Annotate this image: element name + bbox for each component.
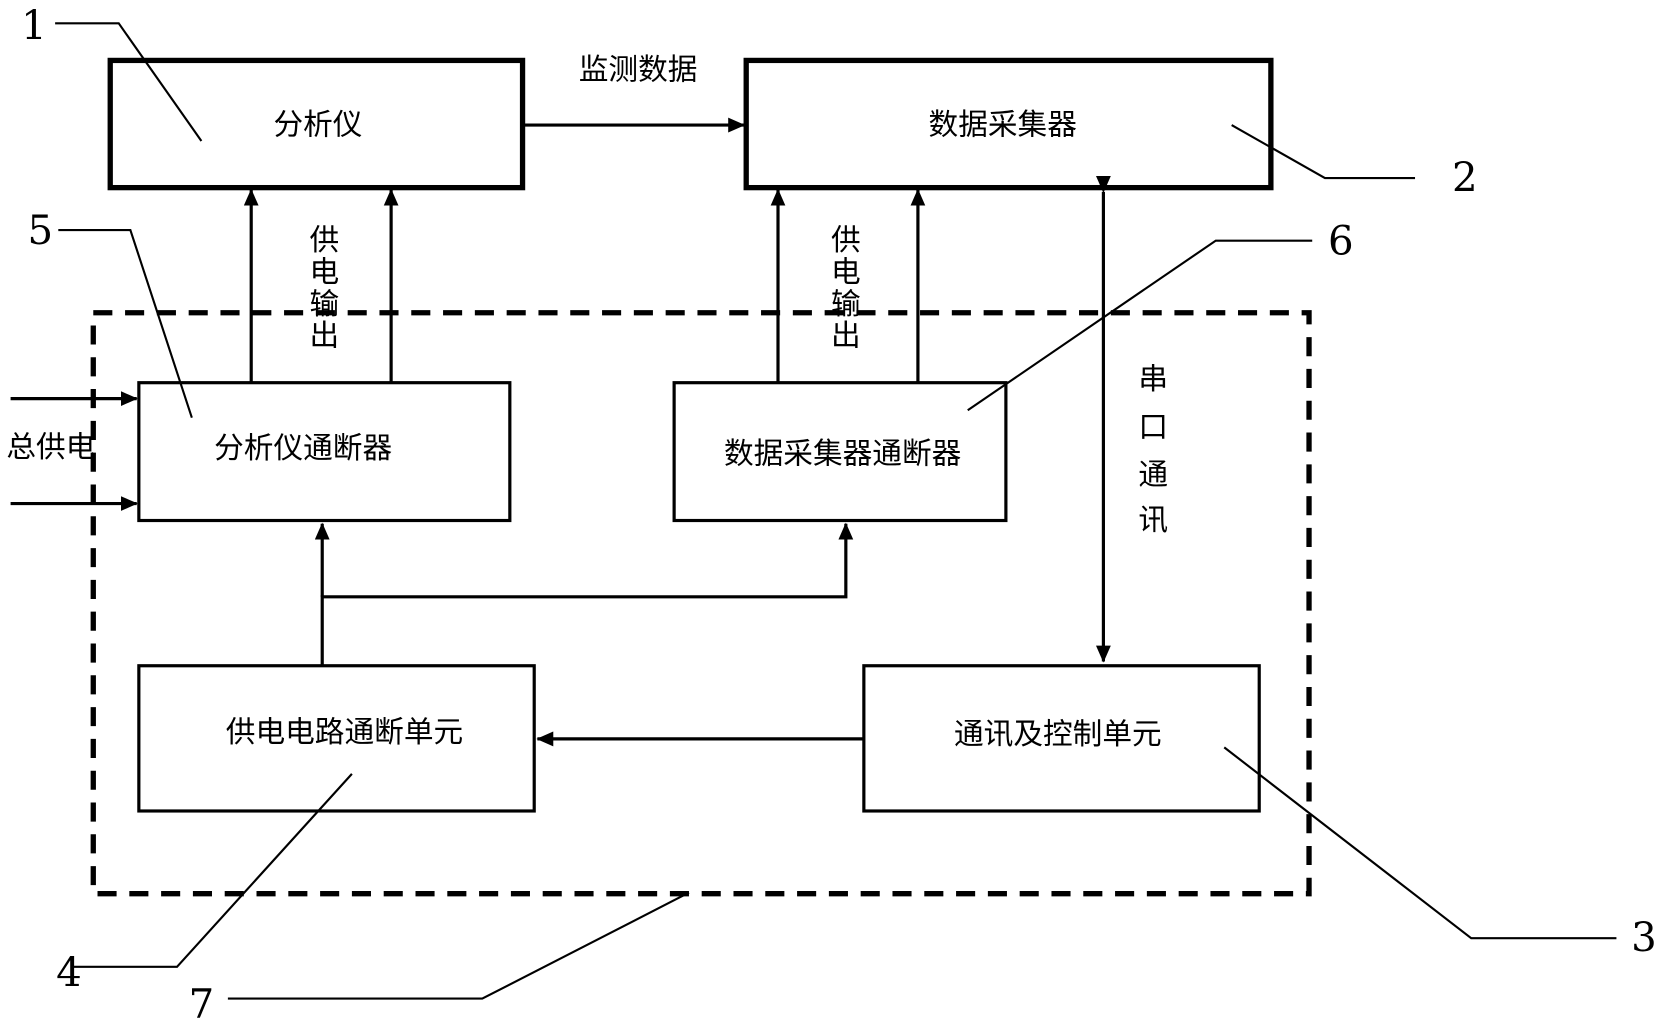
svg-text:出: 出: [310, 318, 340, 353]
collector-switch-block[interactable]: 数据采集器通断器: [672, 381, 1008, 523]
reference-number-4: 4: [56, 950, 82, 996]
svg-text:通: 通: [1138, 456, 1168, 491]
analyzer-switch-label: 分析仪通断器: [214, 430, 392, 465]
power-output-label-1: 供 电 输 出: [310, 222, 340, 352]
svg-text:供: 供: [310, 222, 340, 257]
svg-text:电: 电: [310, 254, 340, 289]
leader-line-3: [1223, 746, 1617, 940]
leader-line-1: [55, 22, 203, 142]
leader-line-4: [72, 773, 353, 968]
reference-number-5: 5: [27, 208, 53, 254]
reference-number-3: 3: [1631, 915, 1657, 961]
data-collector-label: 数据采集器: [929, 107, 1077, 142]
svg-text:输: 输: [310, 286, 340, 321]
svg-text:串: 串: [1138, 361, 1168, 396]
reference-number-1: 1: [21, 3, 47, 49]
data-collector-block[interactable]: 数据采集器: [743, 57, 1274, 191]
analyzer-block[interactable]: 分析仪: [107, 57, 526, 191]
collector-switch-label: 数据采集器通断器: [724, 435, 961, 470]
comm-control-unit-label: 通讯及控制单元: [954, 716, 1162, 751]
leader-line-6: [967, 239, 1313, 412]
analyzer-label: 分析仪: [273, 107, 362, 142]
svg-text:输: 输: [831, 286, 861, 321]
svg-text:出: 出: [831, 318, 861, 353]
control-line: [320, 522, 854, 666]
leader-line-7: [227, 891, 690, 1000]
serial-comm-label: 串 口 通 讯: [1138, 361, 1168, 537]
leader-line-5: [58, 228, 193, 419]
power-circuit-unit-block[interactable]: 供电电路通断单元: [137, 664, 536, 813]
comm-control-unit-block[interactable]: 通讯及控制单元: [862, 664, 1261, 813]
svg-text:讯: 讯: [1138, 502, 1168, 537]
main-power-label: 总供电: [6, 429, 95, 464]
analyzer-switch-block[interactable]: 分析仪通断器: [137, 381, 512, 523]
svg-text:电: 电: [831, 254, 861, 289]
power-circuit-unit-label: 供电电路通断单元: [226, 714, 463, 749]
reference-number-2: 2: [1452, 155, 1478, 201]
svg-text:供: 供: [831, 222, 861, 257]
monitoring-data-label: 监测数据: [579, 52, 698, 87]
leader-line-2: [1231, 124, 1416, 180]
power-output-label-2: 供 电 输 出: [831, 222, 861, 352]
svg-text:口: 口: [1138, 409, 1168, 444]
reference-number-7: 7: [189, 982, 215, 1023]
reference-number-6: 6: [1328, 218, 1354, 264]
control-module-boundary: [90, 310, 1312, 897]
